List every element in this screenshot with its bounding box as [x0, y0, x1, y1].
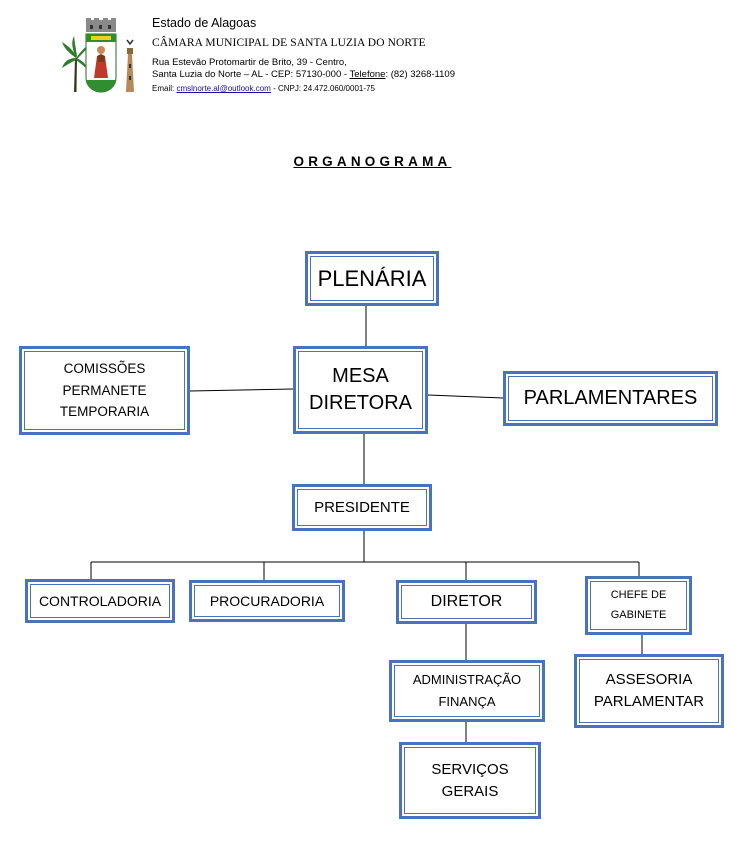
chamber-name: CÂMARA MUNICIPAL DE SANTA LUZIA DO NORTE — [152, 37, 426, 49]
address-line-1: Rua Estevão Protomartir de Brito, 39 - C… — [152, 57, 347, 68]
node-mesa-label-line2: DIRETORA — [309, 392, 412, 414]
node-parlamentares: PARLAMENTARES — [503, 371, 718, 426]
address-city: Santa Luzia do Norte – AL - CEP: 57130-0… — [152, 69, 350, 80]
node-chefe-line1: CHEFE DE — [610, 588, 667, 601]
node-presidente: PRESIDENTE — [292, 484, 432, 531]
node-assessoria-line1: ASSESORIA — [605, 671, 693, 689]
node-comissoes-line1: COMISSÕES — [63, 361, 146, 377]
node-parlamentares-label: PARLAMENTARES — [523, 387, 698, 409]
node-administracao-financa: ADMINISTRAÇÃO FINANÇA — [389, 660, 545, 722]
node-mesa-label-line1: MESA — [332, 365, 389, 387]
connector-mesa-parlamentares — [427, 394, 504, 399]
node-presidente-label: PRESIDENTE — [314, 498, 410, 516]
connector-comissoes-mesa — [189, 388, 294, 392]
cnpj: - CNPJ: 24.472.060/0001-75 — [270, 84, 375, 93]
node-comissoes: COMISSÕES PERMANETE TEMPORARIA — [19, 346, 190, 435]
phone-label: Telefone — [349, 69, 386, 80]
node-diretor: DIRETOR — [396, 580, 537, 624]
node-procuradoria: PROCURADORIA — [189, 580, 345, 622]
coat-of-arms-logo — [62, 18, 134, 93]
email-label: Email: — [152, 84, 177, 93]
node-chefe-line2: GABINETE — [610, 608, 667, 621]
phone-number: : (82) 3268-1109 — [385, 69, 455, 80]
contact-line: Email: cmslnorte.al@outlook.com - CNPJ: … — [152, 84, 375, 93]
page-title: ORGANOGRAMA — [293, 154, 452, 169]
node-servicos-gerais: SERVIÇOS GERAIS — [399, 742, 541, 819]
node-assessoria-line2: PARLAMENTAR — [593, 693, 705, 710]
node-comissoes-line3: TEMPORARIA — [59, 404, 150, 420]
node-servicos-line1: SERVIÇOS — [431, 760, 509, 778]
tower-icon — [126, 39, 134, 92]
state-name: Estado de Alagoas — [152, 16, 257, 30]
node-plenaria-label: PLENÁRIA — [317, 265, 427, 291]
node-admin-line1: ADMINISTRAÇÃO — [412, 671, 522, 687]
node-plenaria: PLENÁRIA — [305, 251, 439, 306]
node-controladoria-label: CONTROLADORIA — [38, 592, 162, 609]
node-comissoes-line2: PERMANETE — [62, 382, 147, 398]
node-chefe-gabinete: CHEFE DE GABINETE — [585, 576, 692, 635]
node-admin-line2: FINANÇA — [438, 694, 496, 709]
node-controladoria: CONTROLADORIA — [25, 579, 175, 623]
node-mesa-diretora: MESA DIRETORA — [293, 346, 428, 434]
node-diretor-label: DIRETOR — [430, 593, 503, 611]
node-servicos-line2: GERAIS — [441, 782, 499, 800]
node-assessoria-parlamentar: ASSESORIA PARLAMENTAR — [574, 654, 724, 728]
node-procuradoria-label: PROCURADORIA — [209, 592, 325, 609]
address-line-2: Santa Luzia do Norte – AL - CEP: 57130-0… — [152, 69, 455, 80]
email-link[interactable]: cmslnorte.al@outlook.com — [176, 84, 271, 93]
